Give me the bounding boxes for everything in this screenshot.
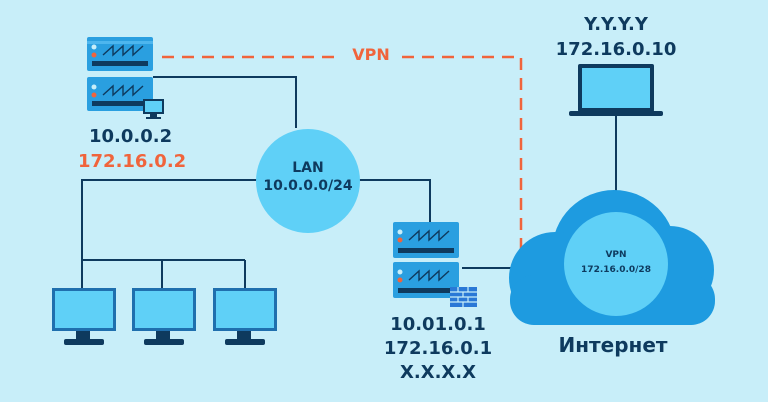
firewall-icon xyxy=(450,287,477,307)
link-server-lan xyxy=(153,76,297,128)
cloud-vpn-label: VPN xyxy=(605,250,627,260)
lan-label: LAN xyxy=(292,160,324,176)
gateway-ip-local: 10.01.0.1 xyxy=(390,314,486,335)
laptop-ip-vpn: 172.16.0.10 xyxy=(555,39,677,60)
server-icon xyxy=(393,222,459,298)
vpn-label-bg xyxy=(340,44,400,68)
gateway-ip-public: X.X.X.X xyxy=(399,362,477,383)
laptop-icon xyxy=(569,64,663,116)
gateway-ip-vpn: 172.16.0.1 xyxy=(383,338,493,359)
monitor-icon xyxy=(132,288,196,345)
vpn-tunnel-label: VPN xyxy=(352,45,390,64)
monitor-icon xyxy=(143,99,164,119)
server-left-ip-vpn: 172.16.0.2 xyxy=(78,151,187,172)
monitor-icon xyxy=(52,288,116,345)
laptop-ip-public: Y.Y.Y.Y xyxy=(584,14,648,35)
lan-subnet: 10.0.0.0/24 xyxy=(263,178,353,194)
internet-label: Интернет xyxy=(558,333,668,357)
lan-circle xyxy=(256,129,360,233)
cloud-vpn-subnet: 172.16.0.0/28 xyxy=(581,265,651,275)
monitor-icon xyxy=(213,288,277,345)
link-lan-workstations xyxy=(81,179,262,260)
server-icon xyxy=(87,37,153,111)
link-lan-gateway xyxy=(355,179,431,222)
server-left-ip-local: 10.0.0.2 xyxy=(89,126,173,147)
cloud-vpn-circle xyxy=(564,212,668,316)
